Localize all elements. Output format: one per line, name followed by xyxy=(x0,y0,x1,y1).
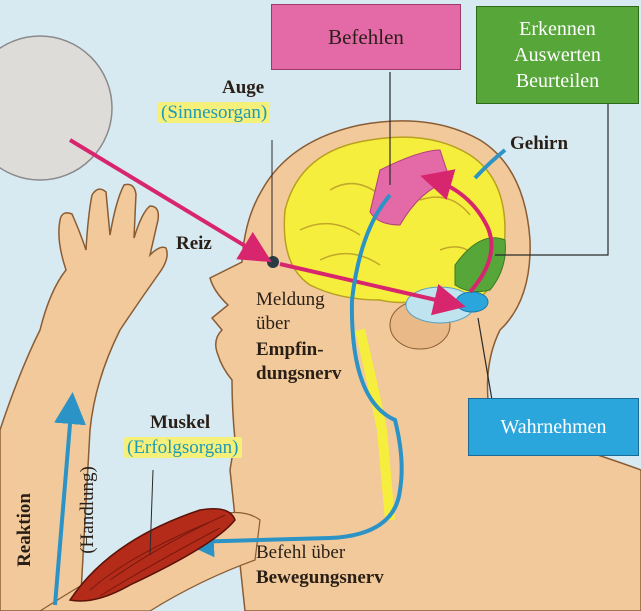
muskel-label: Muskel xyxy=(150,413,210,433)
wahrnehmen-label: Wahrnehmen xyxy=(500,416,606,439)
befehlen-label: Befehlen xyxy=(328,25,404,50)
befehlen-box: Befehlen xyxy=(271,4,461,70)
beurteilen-label: Beurteilen xyxy=(516,68,599,94)
erfolgsorgan-label: (Erfolgsorgan) xyxy=(124,438,242,458)
empfindung-line1: Empfin- xyxy=(256,340,324,360)
meldung-line1: Meldung xyxy=(256,290,325,310)
erfolgsorgan-text: (Erfolgsorgan) xyxy=(124,437,242,458)
empfindung-line2: dungsnerv xyxy=(256,364,342,384)
perception-region xyxy=(456,292,488,312)
meldung-line2: über xyxy=(256,314,290,334)
befehl-ueber-label: Befehl über xyxy=(256,543,345,563)
erkennen-box: Erkennen Auswerten Beurteilen xyxy=(476,6,639,104)
gehirn-label: Gehirn xyxy=(510,134,568,154)
sinnesorgan-text: (Sinnesorgan) xyxy=(158,102,270,123)
auswerten-label: Auswerten xyxy=(514,42,601,68)
eye xyxy=(267,256,279,268)
bewegungsnerv-label: Bewegungsnerv xyxy=(256,568,384,588)
sinnesorgan-label: (Sinnesorgan) xyxy=(158,103,270,123)
handlung-label: (Handlung) xyxy=(78,466,98,554)
auge-label: Auge xyxy=(222,78,264,98)
erkennen-label: Erkennen xyxy=(519,16,596,42)
wahrnehmen-box: Wahrnehmen xyxy=(468,398,639,456)
reiz-label: Reiz xyxy=(176,234,212,254)
reaktion-label: Reaktion xyxy=(15,493,35,567)
